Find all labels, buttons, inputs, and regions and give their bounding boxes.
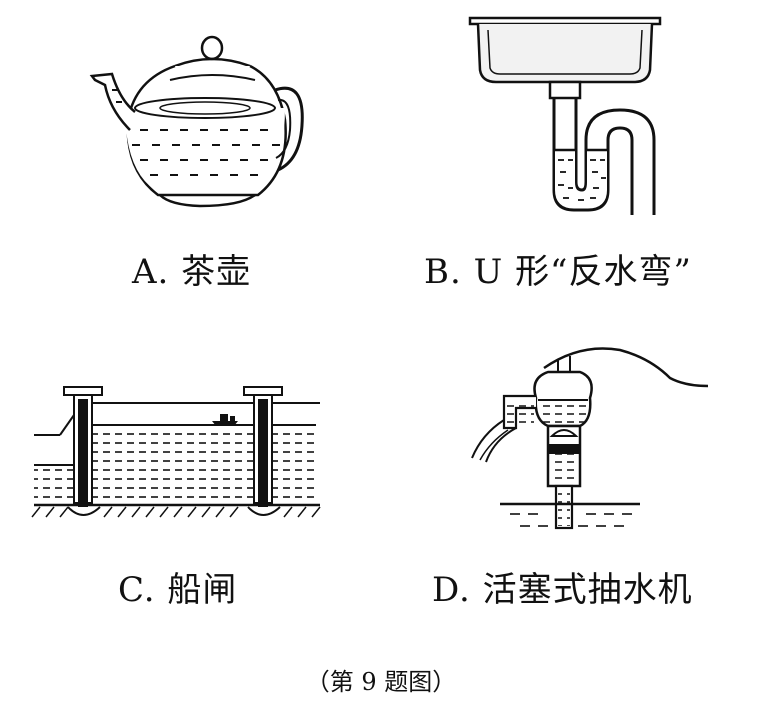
option-a-label: A. 茶壶 (132, 252, 252, 292)
option-c-label: C. 船闸 (118, 570, 238, 610)
figure-caption: （第 9 题图） (305, 668, 457, 696)
option-b-label: B. U 形“反水弯” (424, 252, 692, 292)
ship-lock-illustration (31, 386, 321, 518)
piston-pump-illustration (471, 347, 709, 530)
u-trap-illustration (468, 16, 662, 215)
option-d-label: D. 活塞式抽水机 (432, 570, 693, 610)
teapot-illustration (89, 35, 304, 208)
